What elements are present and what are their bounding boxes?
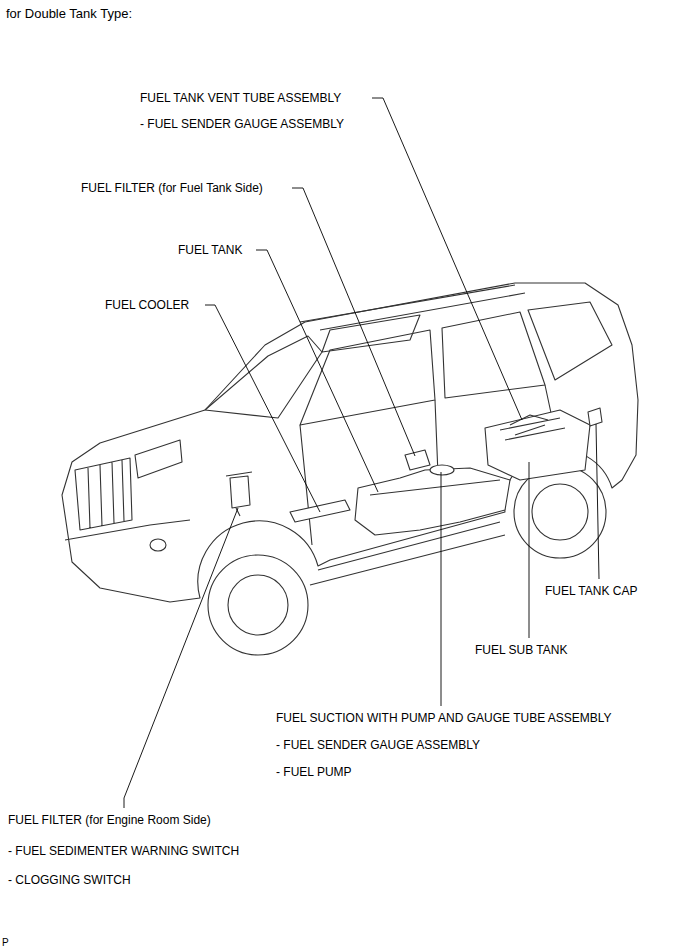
leader-line [596, 424, 599, 579]
leader-line [529, 462, 530, 638]
leader-line [256, 250, 378, 492]
front-wheel [228, 575, 288, 635]
part-label: - FUEL SENDER GAUGE ASSEMBLY [140, 117, 344, 131]
leader-line [292, 188, 415, 456]
part-label: FUEL SUCTION WITH PUMP AND GAUGE TUBE AS… [276, 711, 612, 725]
leader-line [372, 98, 522, 420]
fuel-cooler [290, 500, 350, 522]
part-label: - FUEL SENDER GAUGE ASSEMBLY [276, 738, 480, 752]
part-label: FUEL TANK VENT TUBE ASSEMBLY [140, 91, 341, 105]
bumper [65, 520, 190, 551]
leader-line [205, 305, 320, 512]
part-label: - FUEL PUMP [276, 765, 352, 779]
diagram-title: for Double Tank Type: [6, 7, 132, 21]
sunroof [322, 315, 420, 352]
leader-line [441, 472, 442, 706]
part-label: - FUEL SEDIMENTER WARNING SWITCH [8, 844, 239, 858]
fuel-sub-tank [485, 410, 590, 480]
part-label: FUEL FILTER (for Engine Room Side) [8, 813, 211, 827]
windshield [205, 336, 322, 418]
headlamp [135, 440, 182, 478]
grille [75, 458, 132, 530]
part-label: FUEL FILTER (for Fuel Tank Side) [81, 181, 263, 195]
front-tire [208, 555, 308, 655]
fuel-tank-cap [588, 408, 602, 426]
vent-tube [510, 415, 548, 435]
fuel-tank [355, 468, 510, 535]
engine-fuel-filter [226, 472, 252, 516]
fuel-pump-unit [405, 450, 454, 475]
part-label: FUEL TANK CAP [545, 584, 637, 598]
rear-wheel [532, 484, 588, 540]
part-label: P [2, 936, 9, 949]
part-label: FUEL COOLER [105, 298, 189, 312]
part-label: FUEL SUB TANK [475, 643, 567, 657]
part-label: FUEL TANK [178, 243, 242, 257]
part-label: - CLOGGING SWITCH [8, 873, 131, 887]
rear-tire [514, 466, 606, 558]
leader-line [124, 508, 238, 808]
side-windows [300, 302, 612, 425]
roof-rail [300, 285, 525, 330]
vehicle-body [62, 283, 638, 602]
